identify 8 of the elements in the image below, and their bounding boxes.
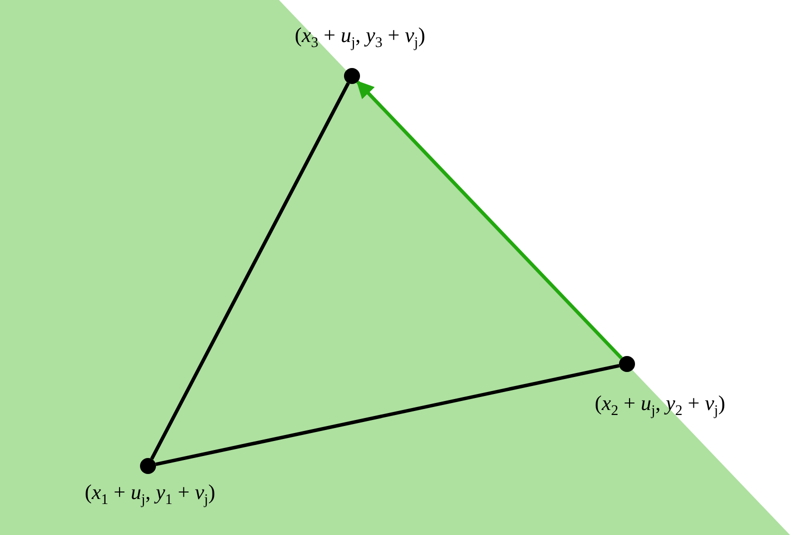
point-dot [344, 68, 360, 84]
coordinate-label: (x$_{1}$ + u$_{j}$, y$_{1}$ + v$_{j}$) [84, 481, 216, 508]
coordinate-label: (x$_{3}$ + u$_{j}$, y$_{3}$ + v$_{j}$) [294, 24, 426, 52]
line [155, 364, 620, 466]
arrow [356, 80, 623, 360]
line [150, 82, 350, 460]
point-dot [619, 356, 635, 372]
coordinate-label: (x$_{2}$ + u$_{j}$, y$_{2}$ + v$_{j}$) [594, 392, 726, 420]
